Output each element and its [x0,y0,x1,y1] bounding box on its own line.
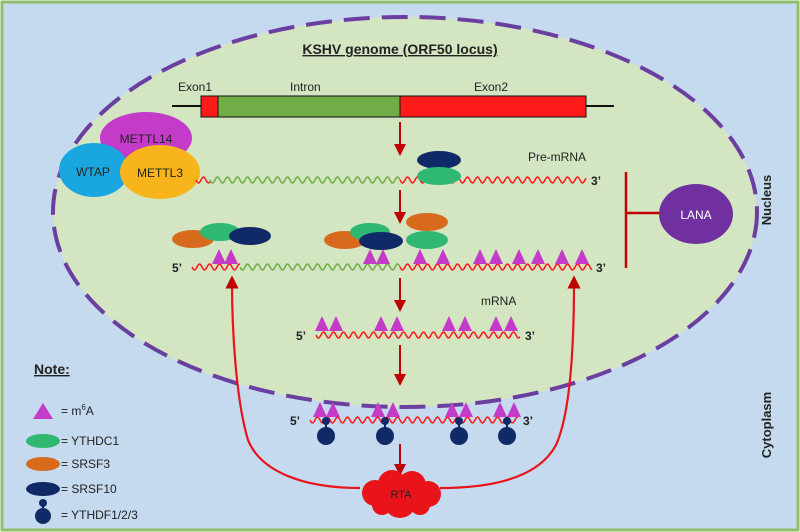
legend-ythdc1-text: = YTHDC1 [61,434,119,448]
cytoplasm-label: Cytoplasm [759,392,774,458]
m6a-mark [555,249,569,264]
legend-m6a-text: = m6A [61,403,94,418]
m6a-mark [507,402,521,417]
ythdc1-oval-right [406,231,448,249]
m6a-mark [413,249,427,264]
legend-srsf10-text: = SRSF10 [61,482,117,496]
ythdf-reader [450,417,468,445]
rta-feedback-arrow-left [225,275,361,490]
exon2-box [399,95,587,118]
legend-srsf3-text: = SRSF3 [61,457,110,471]
m6a-mark [512,249,526,264]
m6a-mark [473,249,487,264]
lana-label: LANA [680,208,711,222]
legend-srsf3-icon [26,457,60,471]
srsf10-oval-prerna [417,151,461,169]
m6a-mark [458,316,472,331]
m6a-pre-mrna-3prime: 3’ [596,261,606,275]
m6a-mark [376,249,390,264]
exon1-box [200,95,219,118]
m6a-mark [504,316,518,331]
ythdf-reader [498,417,516,445]
rta-feedback-arrow-right [439,275,581,490]
intron-box [217,95,401,118]
mettl3-oval [120,145,200,199]
pre-mrna-wave-red-left [195,176,211,184]
wtap-label: WTAP [76,165,110,179]
cyto-mrna-5prime: 5’ [290,414,300,428]
mettl3-label: METTL3 [137,166,183,180]
legend-srsf10-icon [26,482,60,496]
m6a-mark [445,402,459,417]
m6a-mark [315,316,329,331]
ythdf-reader [376,417,394,445]
mrna-wave [315,331,521,339]
legend-ythdf-text: = YTHDF1/2/3 [61,508,138,522]
rta-cloud [362,470,441,518]
m6a-mark [371,402,385,417]
pre-mrna-label: Pre-mRNA [528,150,586,164]
m6a-mark [489,249,503,264]
m6a-mark [436,249,450,264]
m6a-mark [493,402,507,417]
m6a-pre-mrna-wave-green [239,263,401,271]
srsf10-oval-mid [359,232,403,250]
m6a-mark [224,249,238,264]
pre-mrna-wave-green [209,176,401,184]
genome-title: KSHV genome (ORF50 locus) [302,41,497,57]
exon2-label: Exon2 [474,80,508,94]
intron-label: Intron [290,80,321,94]
m6a-mark [489,316,503,331]
mrna-label: mRNA [481,294,516,308]
cyto-mrna-wave [309,416,518,424]
m6a-mark [575,249,589,264]
legend: Note: = m6A = YTHDC1 = SRSF3 = SRSF10 = … [26,361,138,524]
pre-mrna-3prime: 3’ [591,174,601,188]
nucleus-label: Nucleus [759,175,774,226]
lana-oval [659,184,733,244]
mettl14-label: METTL14 [120,132,173,146]
m6a-mark [442,316,456,331]
rta-label: RTA [391,489,413,501]
m6a-mark [459,402,473,417]
exon1-label: Exon1 [178,80,212,94]
m6a-mark [326,402,340,417]
m6a-pre-mrna-5prime: 5’ [172,261,182,275]
m6a-mark [531,249,545,264]
m6a-pre-mrna-wave-red-left [191,263,240,271]
srsf3-oval-right [406,213,448,231]
legend-ythdf-icon [35,499,51,524]
cyto-mrna-3prime: 3’ [523,414,533,428]
legend-heading: Note: [34,361,70,377]
wtap-oval [59,143,129,197]
mrna-3prime: 3’ [525,329,535,343]
m6a-mark [390,316,404,331]
ythdf-reader [317,417,335,445]
legend-m6a-icon [33,403,53,419]
writer-complex: METTL14 WTAP METTL3 [59,112,200,199]
legend-ythdc1-icon [26,434,60,448]
m6a-mark [329,316,343,331]
m6a-pre-mrna-wave-red-right [399,263,593,271]
m6a-mark [363,249,377,264]
ythdc1-oval-prerna [417,167,461,185]
m6a-mark [212,249,226,264]
m6a-mark [386,402,400,417]
m6a-mark [374,316,388,331]
mrna-5prime: 5’ [296,329,306,343]
srsf10-oval-left [229,227,271,245]
m6a-mark [313,402,327,417]
